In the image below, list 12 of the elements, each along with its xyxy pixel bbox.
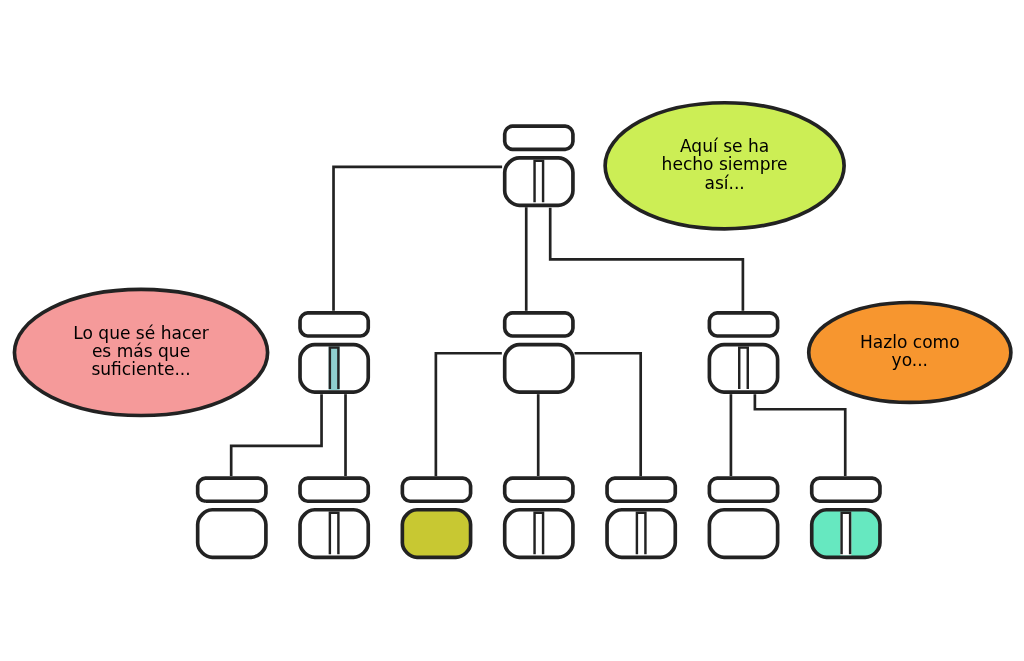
connector [343, 393, 347, 476]
connector [229, 393, 323, 476]
node-ellipse: Lo que sé hacer es más que suficiente... [12, 287, 269, 417]
connector [548, 207, 744, 311]
node-ellipse: Hazlo como yo... [806, 300, 1013, 404]
connector [536, 393, 540, 476]
connector [524, 206, 528, 311]
connector [331, 164, 502, 311]
node-ellipse: Aquí se ha hecho siempre así... [602, 100, 846, 231]
connector [574, 351, 642, 476]
connector [729, 393, 732, 476]
connector [434, 351, 502, 476]
